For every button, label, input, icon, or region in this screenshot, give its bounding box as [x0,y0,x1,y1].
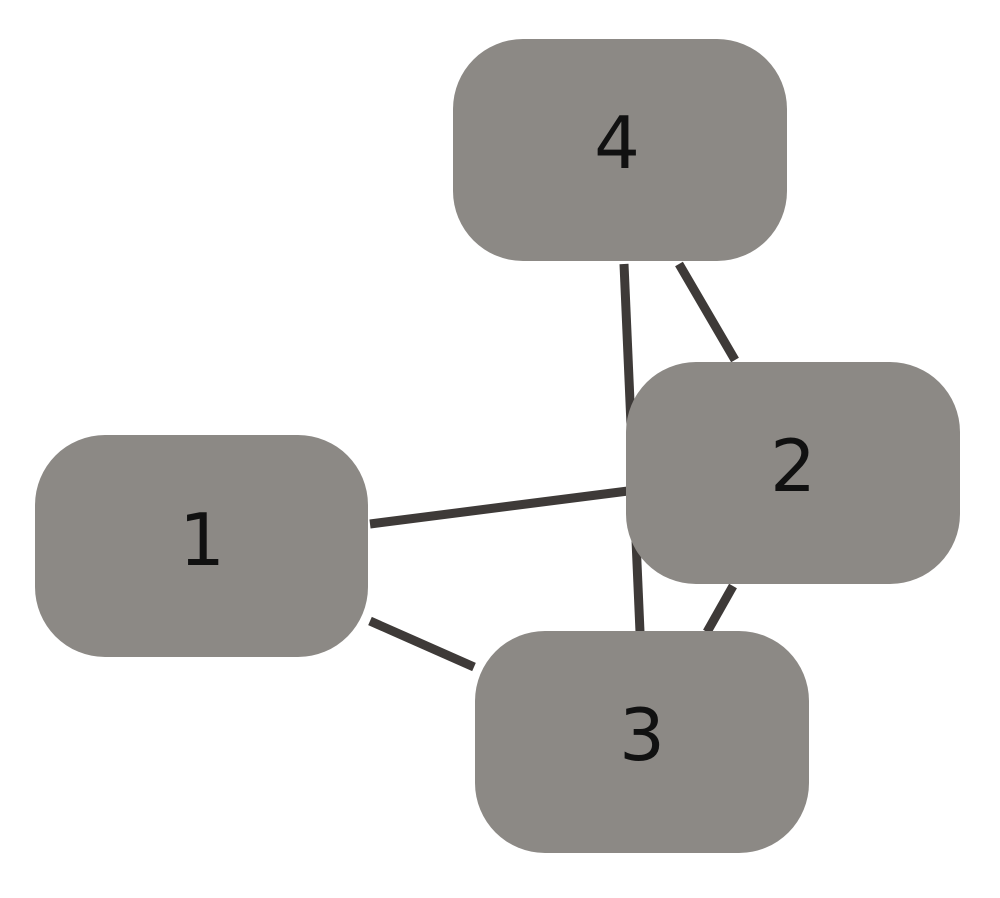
edge-4-2 [675,261,739,363]
edge-1-3 [368,616,476,672]
node-3-label: 3 [619,693,665,777]
node-4-label: 4 [594,101,640,185]
edge-1-2 [369,486,629,529]
node-2-box [626,362,960,584]
node-4-box [453,39,787,261]
nodes-layer: 1 2 3 4 [35,39,960,853]
node-2-label: 2 [770,424,816,508]
node-3-box [475,631,809,853]
node-3[interactable]: 3 [475,631,809,853]
node-2[interactable]: 2 [626,362,960,584]
node-1[interactable]: 1 [35,435,368,657]
edge-2-3 [703,583,737,635]
node-1-label: 1 [179,498,225,582]
node-4[interactable]: 4 [453,39,787,261]
node-1-box [35,435,368,657]
